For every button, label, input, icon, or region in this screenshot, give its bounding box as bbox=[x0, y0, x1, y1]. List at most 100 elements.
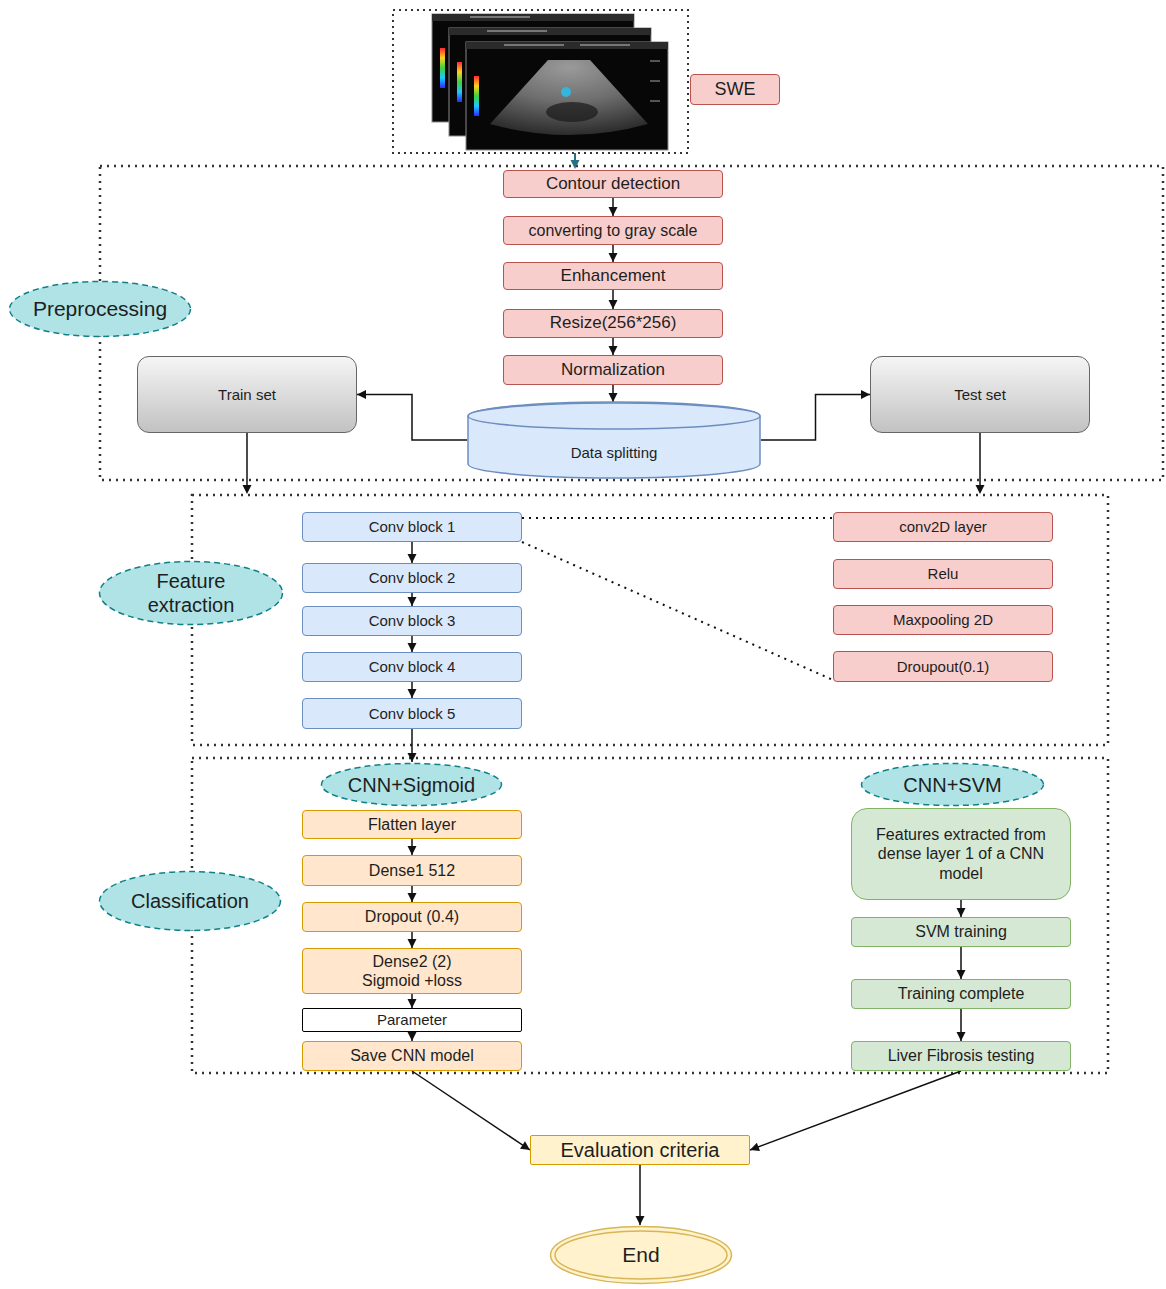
arrow-head bbox=[357, 390, 366, 399]
connector bbox=[408, 886, 417, 902]
node-label: Conv block 4 bbox=[369, 658, 456, 676]
dataset-box: Test set bbox=[870, 356, 1090, 433]
connector bbox=[609, 198, 618, 216]
ellipse-shape bbox=[10, 282, 191, 337]
connector-line bbox=[357, 395, 467, 441]
stage-ellipse: CNN+Sigmoid bbox=[320, 762, 503, 807]
node-label: Dropout (0.4) bbox=[365, 907, 459, 926]
color-bar bbox=[440, 48, 445, 88]
frame-bar bbox=[449, 28, 651, 35]
node-label: Contour detection bbox=[546, 174, 680, 194]
color-bar bbox=[474, 76, 479, 116]
arrow-head bbox=[609, 253, 618, 262]
process-box: Resize(256*256) bbox=[503, 309, 723, 338]
arrow-head bbox=[957, 970, 966, 979]
conv-block-box: Conv block 2 bbox=[302, 563, 522, 593]
arrow-head bbox=[609, 346, 618, 355]
arrow-head bbox=[408, 753, 417, 762]
screen-mark bbox=[504, 44, 564, 46]
node-label: Resize(256*256) bbox=[550, 313, 677, 333]
connector-line bbox=[412, 1071, 530, 1150]
ellipse-shape bbox=[100, 562, 283, 625]
arrow-head bbox=[571, 160, 580, 169]
node-label: Conv block 3 bbox=[369, 612, 456, 630]
conv-block-box: Conv block 3 bbox=[302, 606, 522, 636]
connector-line bbox=[750, 1071, 961, 1150]
node-label: CNN+SVM bbox=[903, 773, 1001, 797]
node-label: End bbox=[622, 1242, 659, 1267]
stage-ellipse: CNN+SVM bbox=[860, 762, 1045, 807]
data-cylinder: Data splitting bbox=[467, 402, 761, 478]
arrow-head bbox=[243, 485, 252, 494]
arrow-head bbox=[408, 999, 417, 1008]
process-box: Droupout(0.1) bbox=[833, 651, 1053, 682]
connector bbox=[609, 290, 618, 309]
conv-block-box: Conv block 5 bbox=[302, 698, 522, 729]
connector bbox=[636, 1165, 645, 1225]
node-label: Data splitting bbox=[571, 444, 658, 462]
outer-ellipse bbox=[551, 1227, 732, 1284]
node-label: Conv block 1 bbox=[369, 518, 456, 536]
scale-mark bbox=[650, 60, 660, 62]
stage-ellipse-outline bbox=[98, 560, 284, 626]
arrow-line bbox=[979, 433, 981, 486]
node-label: SWE bbox=[714, 79, 755, 101]
image-arrow bbox=[571, 153, 580, 169]
ellipse-shape bbox=[100, 872, 281, 931]
arrow-head bbox=[976, 485, 985, 494]
connector bbox=[957, 947, 966, 979]
arrow-head bbox=[636, 1216, 645, 1225]
test-arrow bbox=[976, 433, 985, 494]
arrow-head bbox=[408, 893, 417, 902]
end-terminal: End bbox=[549, 1225, 733, 1285]
image-frame bbox=[393, 10, 688, 153]
process-box: converting to gray scale bbox=[503, 216, 723, 245]
connector bbox=[408, 932, 417, 948]
node-label: Classification bbox=[131, 889, 249, 913]
arrow-head bbox=[609, 393, 618, 402]
process-box: Normalization bbox=[503, 355, 723, 385]
node-label: Features extracted from dense layer 1 of… bbox=[859, 825, 1064, 883]
arrow-head bbox=[408, 846, 417, 855]
screen-mark bbox=[487, 30, 547, 32]
node-label: Normalization bbox=[561, 360, 665, 380]
node-label: CNN+Sigmoid bbox=[348, 773, 475, 797]
node-label: conv2D layer bbox=[899, 518, 987, 536]
process-box: SVM training bbox=[851, 917, 1071, 947]
connector bbox=[957, 1009, 966, 1041]
connector bbox=[522, 542, 833, 680]
vessel-shadow bbox=[546, 102, 598, 122]
color-bar bbox=[457, 62, 462, 102]
arrow-head bbox=[408, 597, 417, 606]
arrow-head bbox=[609, 300, 618, 309]
parameter-box: Parameter bbox=[302, 1008, 522, 1032]
arrow-head bbox=[957, 908, 966, 917]
arrow-head bbox=[408, 554, 417, 563]
connector-line bbox=[522, 517, 833, 519]
node-label: Maxpooling 2D bbox=[893, 611, 993, 629]
rounded-box: Features extracted from dense layer 1 of… bbox=[851, 808, 1071, 900]
conv-block-box: Conv block 4 bbox=[302, 652, 522, 682]
arrow-head bbox=[750, 1143, 760, 1151]
process-box: Liver Fibrosis testing bbox=[851, 1041, 1071, 1071]
arrow-head bbox=[861, 390, 870, 399]
process-box: Flatten layer bbox=[302, 810, 522, 839]
arrow-head bbox=[408, 939, 417, 948]
node-label: Conv block 5 bbox=[369, 705, 456, 723]
scale-mark bbox=[650, 80, 660, 82]
node-label: Preprocessing bbox=[33, 296, 167, 321]
node-label: SVM training bbox=[915, 922, 1007, 941]
connector bbox=[408, 994, 417, 1008]
ultrasound-fan bbox=[490, 60, 648, 135]
arrow-head bbox=[957, 1032, 966, 1041]
process-box: Dense2 (2) Sigmoid +loss bbox=[302, 948, 522, 994]
inner-ellipse bbox=[555, 1231, 727, 1279]
connector bbox=[408, 593, 417, 606]
cylinder-body bbox=[468, 402, 760, 478]
node-label: Flatten layer bbox=[368, 815, 456, 834]
process-box: Contour detection bbox=[503, 170, 723, 198]
connector bbox=[609, 245, 618, 262]
node-label: Evaluation criteria bbox=[561, 1138, 720, 1162]
conv-block-box: Conv block 1 bbox=[302, 512, 522, 542]
